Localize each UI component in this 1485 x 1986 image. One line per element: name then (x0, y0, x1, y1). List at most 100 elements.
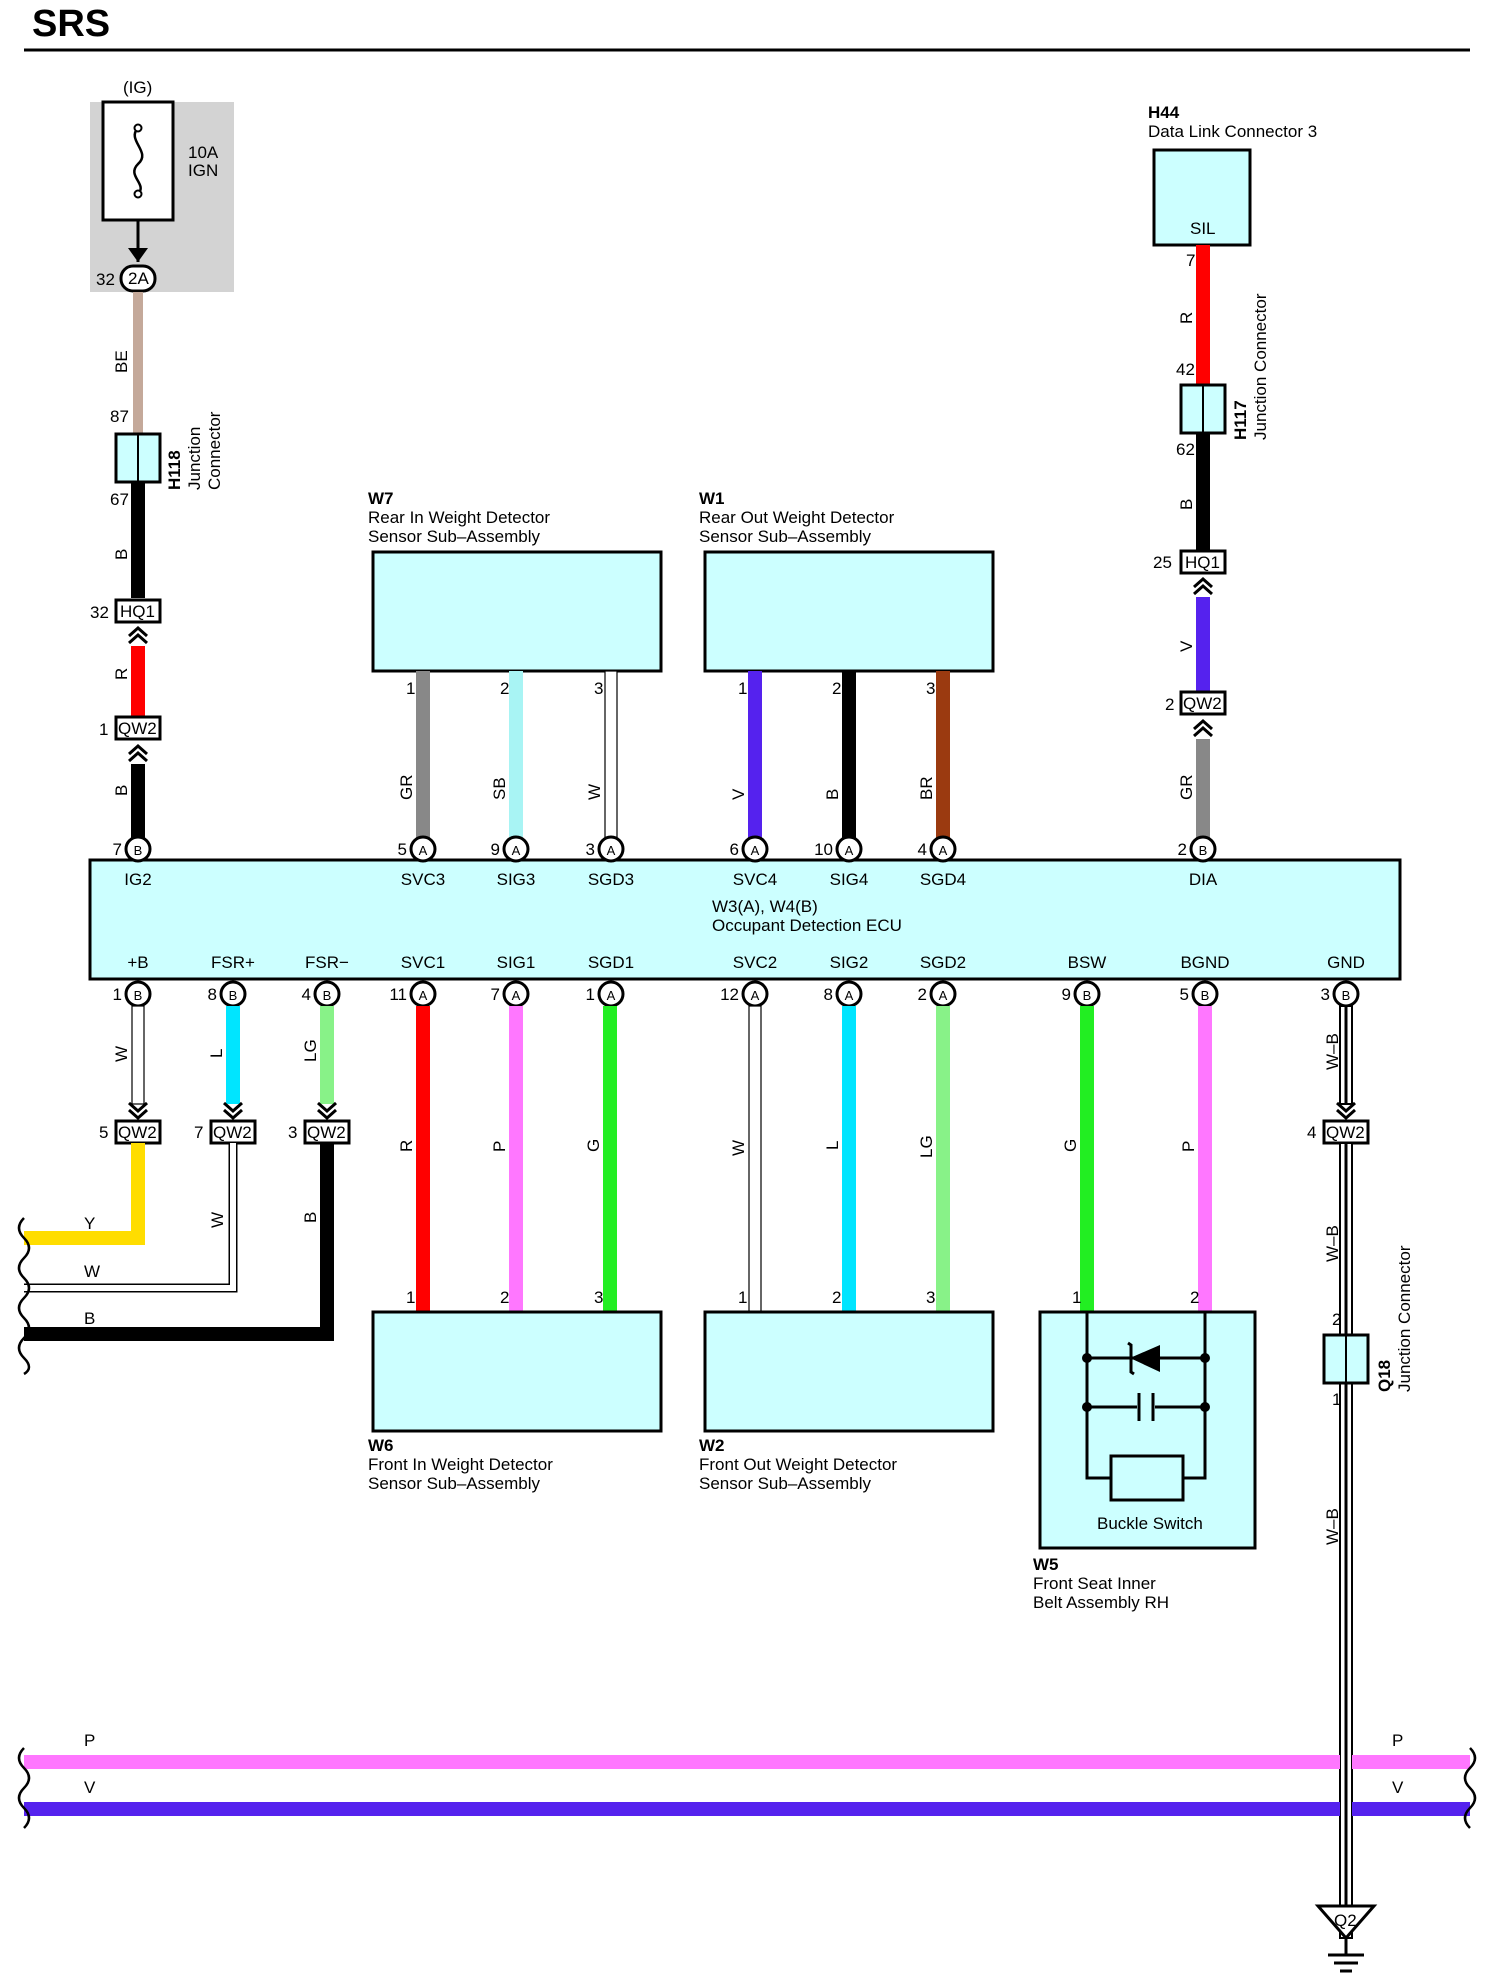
pin-label: FSR− (305, 953, 349, 972)
bus-v-label-left: V (84, 1778, 96, 1797)
pin-label: SVC1 (401, 953, 445, 972)
arrow-down-icon (128, 248, 148, 262)
bottom-pin-1: B1+B (113, 953, 152, 1008)
hq1-left-name: HQ1 (120, 602, 155, 621)
pin-label: FSR+ (211, 953, 255, 972)
bus-p-left (24, 1755, 1340, 1769)
qw2-b1-name: QW2 (118, 1123, 157, 1142)
wire-fsrplus-l (226, 1006, 240, 1104)
hq1-right-pin: 25 (1153, 553, 1172, 572)
qw2-gnd-name: QW2 (1326, 1123, 1365, 1142)
wire-sgd1-g (603, 1006, 617, 1312)
pin-connector: A (512, 988, 521, 1003)
h118-label2: Connector (205, 411, 224, 490)
wire-b-2 (131, 764, 145, 844)
wire-b-1-label: B (112, 549, 131, 560)
diode-icon (1130, 1345, 1160, 1372)
pin-number: 5 (398, 840, 407, 859)
wire-be-label: BE (112, 350, 131, 373)
pin-number: 8 (824, 985, 833, 1004)
pin-label: IG2 (124, 870, 151, 889)
pin-number: 1 (586, 985, 595, 1004)
pin-connector: A (939, 843, 948, 858)
gnd-wire-mid-label: W–B (1323, 1225, 1342, 1262)
pin-label: SGD2 (920, 953, 966, 972)
pin-connector: A (419, 988, 428, 1003)
pin-label: SIG4 (830, 870, 869, 889)
qw2-b2-name: QW2 (213, 1123, 252, 1142)
w6-sensor: 1 2 3 W6 Front In Weight Detector Sensor… (368, 1288, 663, 1493)
pin-connector: A (939, 988, 948, 1003)
w5-pin-1: 1 (1072, 1288, 1081, 1307)
pin-connector: B (1199, 843, 1208, 858)
h118-label1: Junction (185, 427, 204, 490)
pin-number: 3 (1321, 985, 1330, 1004)
w5-id: W5 (1033, 1555, 1059, 1574)
wire-left-b-label: B (84, 1309, 95, 1328)
wire-w1-v-label: V (729, 788, 748, 800)
wire-left-b-vert-label: B (301, 1212, 320, 1223)
q18-pin-in: 2 (1332, 1310, 1341, 1329)
fuse-icon (133, 127, 144, 195)
w6-name2: Sensor Sub–Assembly (368, 1474, 540, 1493)
wire-w7-w-label: W (585, 784, 604, 800)
pin-number: 1 (113, 985, 122, 1004)
ground-q2-id: Q2 (1334, 1911, 1357, 1930)
bottom-pin-12: B3 GND (1321, 953, 1365, 1008)
hq1-right-name: HQ1 (1185, 553, 1220, 572)
w7-pin-2: 2 (500, 679, 509, 698)
w1-sensor: W1 Rear Out Weight Detector Sensor Sub–A… (699, 489, 995, 698)
w1-pin-3: 3 (926, 679, 935, 698)
hq1-left-pin: 32 (90, 603, 109, 622)
qw2-b3-pin: 3 (288, 1123, 297, 1142)
wire-svc2-w (748, 1005, 762, 1313)
h44-pin: 7 (1186, 251, 1195, 270)
pin-connector: B (134, 843, 143, 858)
pin-number: 5 (1180, 985, 1189, 1004)
pin-number: 2 (918, 985, 927, 1004)
qw2-right: 2 QW2 (1165, 690, 1227, 738)
wire-sig2-label: L (823, 1141, 842, 1150)
w5-pin-2: 2 (1190, 1288, 1199, 1307)
wire-left-w-label: W (84, 1262, 100, 1281)
ground-q2: Q2 (1314, 1904, 1378, 1973)
wire-left-b (24, 1143, 334, 1341)
wire-w1-v (748, 671, 762, 844)
pin-label: GND (1327, 953, 1365, 972)
pin-number: 9 (491, 840, 500, 859)
wire-fsrminus-label: LG (301, 1039, 320, 1062)
pin-number: 3 (586, 840, 595, 859)
pin-connector: A (607, 988, 616, 1003)
pin-connector: A (845, 843, 854, 858)
w7-name1: Rear In Weight Detector (368, 508, 550, 527)
pin-label: SGD1 (588, 953, 634, 972)
wire-left-w-outline (24, 1143, 238, 1293)
q18-id: Q18 (1375, 1360, 1394, 1392)
wire-dia-v (1196, 597, 1210, 692)
w5-buckle-switch: 1 2 Buckle Switch W5 Front Seat Inner Be… (1033, 1288, 1257, 1612)
wire-bgnd-label: P (1179, 1141, 1198, 1152)
pin-terminal-icon (929, 835, 957, 863)
pin-label: BGND (1180, 953, 1229, 972)
fuse-rating: 10A (188, 143, 219, 162)
ecu-bottom-pins: B1+BB8FSR+B4FSR−A11SVC1A7SIG1A1SGD1A12SV… (113, 953, 1365, 1008)
pin-connector: B (1342, 988, 1351, 1003)
pin-terminal-icon (409, 835, 437, 863)
w7-pin-3: 3 (594, 679, 603, 698)
pin-label: SIG1 (497, 953, 536, 972)
bus-p-label-right: P (1392, 1731, 1403, 1750)
bus-p-label-left: P (84, 1731, 95, 1750)
wire-sgd1-label: G (584, 1139, 603, 1152)
h118-pin-in: 87 (110, 407, 129, 426)
pin-label: SVC2 (733, 953, 777, 972)
wire-b-2-label: B (112, 785, 131, 796)
wire-w1-b (842, 671, 856, 844)
wire-fsrminus-lg (320, 1006, 334, 1104)
pin-terminal-icon (741, 835, 769, 863)
occupant-detection-ecu: W3(A), W4(B) Occupant Detection ECU (88, 858, 1402, 981)
pin-label: DIA (1189, 870, 1218, 889)
hq1-left: 32 HQ1 (90, 598, 162, 645)
